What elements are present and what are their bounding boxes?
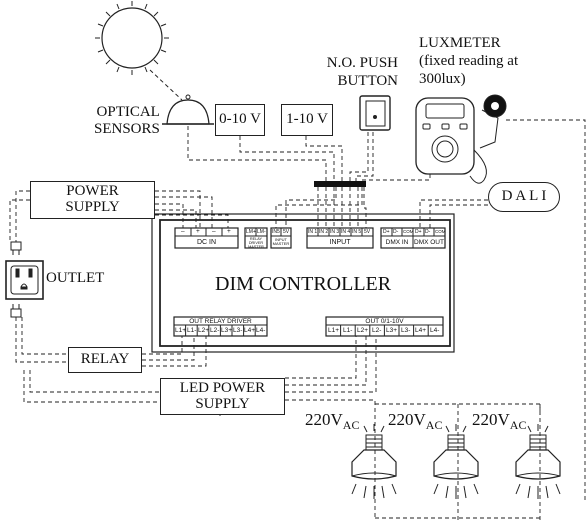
dali-bubble: D A L I [488,182,560,212]
relay-driver-terminal: L1- [187,327,197,334]
push-button-label: N.O. PUSH BUTTON [326,55,398,89]
input-terminal: 5V [364,229,371,235]
out-010v-terminal: L2- [372,327,382,334]
input-terminal: IN 5 [352,229,362,235]
lamp-voltage-label: 220VAC [472,410,526,433]
dc-terminal: + [227,228,231,235]
optical-sensor-icon [162,94,214,125]
out-010v-terminal: L3+ [386,327,398,334]
input-terminal: IN 2 [319,229,329,235]
0-10v-sensor-box: 0-10 V [215,104,265,136]
outlet-icon [5,260,44,300]
voltage-main: 220V [305,410,343,429]
luxmeter-icon [415,94,507,184]
voltage-main: 220V [472,410,510,429]
voltage-main: 220V [388,410,426,429]
relay-driver-terminal: L3- [233,327,243,334]
dmx-terminal: COM [435,229,446,234]
voltage-sub: AC [342,418,360,432]
out-010v-terminal: L4+ [415,327,427,334]
outlet-label: OUTLET [46,270,105,286]
optical-sensors-label: OPTICAL SENSORS [94,104,160,137]
dmx-out-label: DMX OUT [414,239,444,246]
relay-driver-terminal: L4+ [244,327,256,334]
dc-in-label: DC IN [196,239,217,246]
power-supply-box: POWER SUPPLY [30,181,155,219]
out-010v-terminal: L2+ [357,327,369,334]
dmx-in-label: DMX IN [385,239,409,246]
dmx-terminal: COM [403,229,414,234]
relay-box: RELAY [68,347,142,373]
input-label: INPUT [329,239,351,246]
driver-terminal: LM+ [246,229,256,235]
relay-driver-terminal: L1+ [175,327,187,334]
push-button-icon [359,95,391,131]
out-010v-label: OUT 0/1-10V [365,318,404,325]
dc-terminal: – [181,228,185,235]
input-terminal: IN 3 [330,229,340,235]
led-lamp-icon [351,424,561,499]
dmx-terminal: D+ [383,229,390,235]
lamp-voltage-label: 220VAC [388,410,442,433]
relay-driver-terminal: L2+ [198,327,210,334]
relay-driver-terminal: L3+ [221,327,233,334]
driver-terminal: LM- [257,229,266,235]
relay-driver-master-label: RELAY DRIVER MASTER [248,237,264,250]
out-010v-terminal: L1- [343,327,353,334]
input-terminal: IN 4 [341,229,351,235]
lamp-voltage-label: 220VAC [305,410,359,433]
dmx-terminal: D- [393,229,399,235]
voltage-sub: AC [509,418,527,432]
input-terminal: IN 1 [308,229,318,235]
plug-icon [10,241,22,318]
dc-terminal: + [196,228,200,235]
dim-controller-title: DIM CONTROLLER [215,273,392,295]
1-10v-sensor-box: 1-10 V [281,104,333,136]
input-master-terminal: 5V [283,229,290,235]
input-master-terminal: IN5 [272,229,280,235]
out-relay-driver-label: OUT RELAY DRIVER [189,318,252,325]
out-010v-terminal: L1+ [328,327,340,334]
voltage-sub: AC [425,418,443,432]
dmx-terminal: D- [425,229,431,235]
dc-terminal: – [212,228,216,235]
out-010v-terminal: L4- [430,327,440,334]
relay-driver-terminal: L4- [256,327,266,334]
out-010v-terminal: L3- [401,327,411,334]
relay-driver-terminal: L2- [210,327,220,334]
dmx-terminal: D+ [415,229,422,235]
input-master-label: INPUT MASTER [272,237,290,247]
luxmeter-label: LUXMETER (fixed reading at 300lux) [419,35,519,87]
sun-icon [95,1,169,75]
led-power-supply-box: LED POWER SUPPLY [160,378,285,415]
